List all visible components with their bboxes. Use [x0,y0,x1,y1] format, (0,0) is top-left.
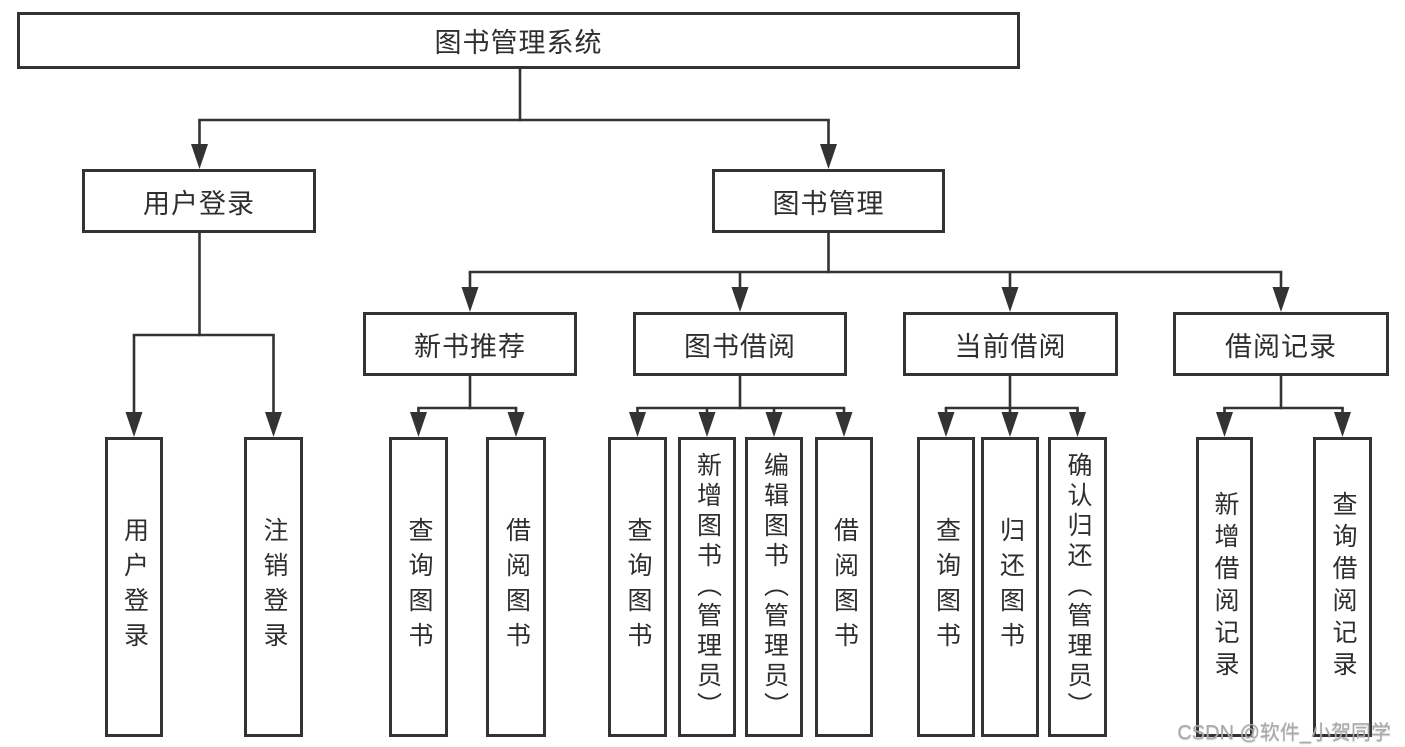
node-label: 用户登录 [120,517,149,657]
node-label: 图书管理系统 [434,28,603,58]
node-user-login: 用户登录 [82,169,316,233]
node-label: 新书推荐 [414,331,526,362]
node-label: 注销登录 [260,517,288,657]
node-book-borrow: 图书借阅 [633,312,847,376]
node-label: 新增图书（管理员） [693,452,722,722]
leaf-query-borrow-record: 查询借阅记录 [1313,437,1372,737]
node-label: 查询图书 [932,517,961,657]
node-label: 图书管理 [772,188,885,219]
node-label: 借阅记录 [1225,331,1337,362]
node-label: 图书借阅 [684,331,796,362]
leaf-borrow-books: 借阅图书 [486,437,546,737]
node-label: 借阅图书 [502,517,531,657]
leaf-add-books-admin: 新增图书（管理员） [678,437,736,737]
leaf-confirm-return-admin: 确认归还（管理员） [1048,437,1107,737]
node-label: 查询图书 [405,517,433,657]
node-label: 新增借阅记录 [1211,491,1239,683]
node-label: 确认归还（管理员） [1064,452,1092,722]
node-new-book-recommend: 新书推荐 [363,312,577,376]
node-label: 归还图书 [996,517,1025,657]
leaf-logout: 注销登录 [244,437,303,737]
leaf-borrow-books: 借阅图书 [815,437,873,737]
leaf-edit-books-admin: 编辑图书（管理员） [745,437,803,737]
node-label: 当前借阅 [954,331,1067,362]
csdn-watermark: CSDN @软件_小贺同学 [1177,722,1391,744]
node-current-borrow: 当前借阅 [903,312,1118,376]
leaf-query-books: 查询图书 [917,437,975,737]
node-root: 图书管理系统 [17,12,1020,69]
node-label: 查询图书 [624,517,652,657]
node-label: 编辑图书（管理员） [760,452,789,722]
leaf-return-books: 归还图书 [981,437,1039,737]
node-label: 查询借阅记录 [1329,491,1357,683]
leaf-user-login: 用户登录 [105,437,163,737]
node-label: 用户登录 [143,188,255,219]
leaf-query-books: 查询图书 [608,437,667,737]
node-book-management: 图书管理 [712,169,945,233]
node-label: 借阅图书 [830,517,859,657]
node-borrow-records: 借阅记录 [1173,312,1389,376]
leaf-query-books: 查询图书 [389,437,448,737]
leaf-add-borrow-record: 新增借阅记录 [1196,437,1253,737]
